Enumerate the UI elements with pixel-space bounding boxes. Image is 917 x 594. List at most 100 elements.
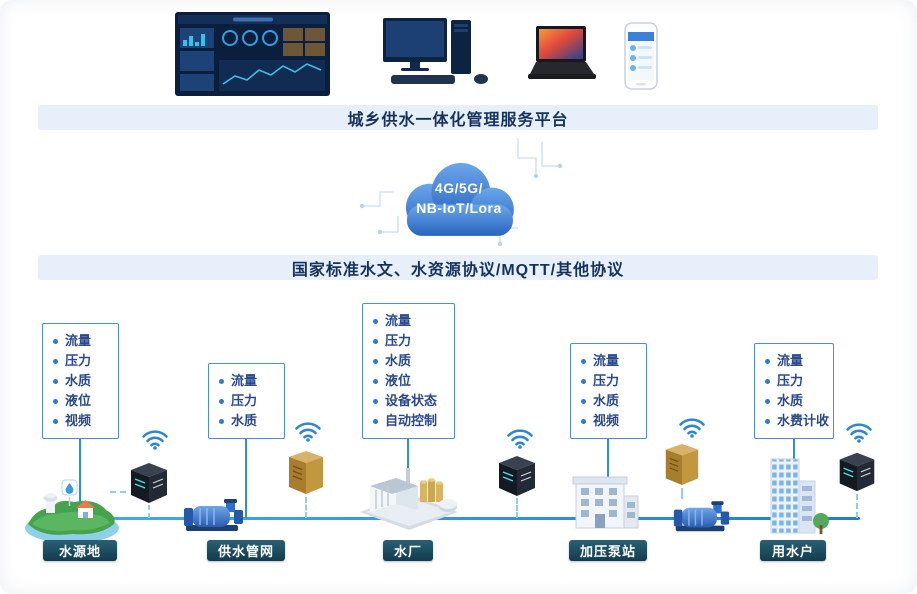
wifi-icon (294, 420, 322, 442)
param-label: 自动控制 (385, 413, 438, 428)
param-label: 压力 (777, 373, 804, 388)
pump-icon (182, 497, 246, 539)
bullet-icon (581, 358, 586, 364)
param-item: 自动控制 (373, 411, 448, 431)
param-label: 设备状态 (385, 393, 438, 408)
param-label: 流量 (231, 373, 258, 388)
param-item: 流量 (765, 351, 827, 371)
smartphone-icon (624, 22, 658, 90)
node-badge-pump-station: 加压泵站 (569, 540, 647, 561)
param-item: 压力 (219, 391, 278, 411)
dashed-link (148, 505, 150, 518)
bullet-icon (373, 398, 378, 404)
bullet-icon (373, 338, 378, 344)
param-box-water-source: 流量 压力 水质 液位 视频 (42, 323, 119, 439)
dashed-link (110, 491, 126, 493)
bullet-icon (765, 418, 770, 424)
param-label: 流量 (777, 353, 804, 368)
param-item: 压力 (53, 351, 112, 371)
param-label: 压力 (385, 333, 412, 348)
bullet-icon (373, 418, 378, 424)
rtu-device-icon (661, 440, 703, 488)
node-badge-water-source: 水源地 (43, 540, 117, 561)
platform-banner: 城乡供水一体化管理服务平台 (38, 105, 878, 130)
param-label: 视频 (593, 413, 620, 428)
param-item: 水质 (765, 391, 827, 411)
node-badge-water-plant: 水厂 (383, 540, 433, 561)
param-item: 水质 (53, 371, 112, 391)
water-plant-icon (348, 460, 470, 532)
param-item: 流量 (373, 311, 448, 331)
param-item: 压力 (581, 371, 640, 391)
param-label: 流量 (65, 333, 92, 348)
wifi-icon (845, 421, 873, 443)
dashed-link (856, 494, 858, 518)
wifi-icon (506, 427, 534, 449)
rtu-device-icon (124, 459, 174, 505)
dashed-link (516, 498, 518, 518)
rtu-device-icon (833, 448, 881, 494)
bullet-icon (53, 398, 58, 404)
param-label: 视频 (65, 413, 92, 428)
param-label: 水质 (777, 393, 804, 408)
laptop-icon (526, 26, 598, 82)
param-item: 设备状态 (373, 391, 448, 411)
cloud-line1: 4G/5G/ (434, 180, 484, 196)
param-item: 流量 (53, 331, 112, 351)
param-label: 流量 (385, 313, 412, 328)
dashed-link (305, 497, 307, 518)
wifi-icon (678, 416, 706, 438)
param-label: 水质 (593, 393, 620, 408)
param-item: 压力 (373, 331, 448, 351)
backbone-line (58, 517, 860, 520)
node-connector-line (245, 437, 247, 518)
bullet-icon (53, 358, 58, 364)
param-item: 水质 (219, 411, 278, 431)
rtu-device-icon (492, 452, 542, 498)
bullet-icon (581, 398, 586, 404)
bullet-icon (373, 378, 378, 384)
network-protocols-label: 4G/5G/ NB-IoT/Lora (388, 178, 530, 218)
dashboard-screen-icon (175, 12, 330, 96)
param-label: 压力 (65, 353, 92, 368)
param-box-pump-station: 流量 压力 水质 视频 (570, 343, 647, 439)
param-item: 压力 (765, 371, 827, 391)
bullet-icon (373, 358, 378, 364)
param-box-water-users: 流量 压力 水质 水费计收 (754, 343, 834, 439)
residential-building-icon (757, 455, 831, 537)
param-item: 流量 (581, 351, 640, 371)
param-item: 液位 (373, 371, 448, 391)
bullet-icon (581, 418, 586, 424)
protocol-banner: 国家标准水文、水资源协议/MQTT/其他协议 (38, 255, 878, 280)
param-item: 流量 (219, 371, 278, 391)
param-box-water-plant: 流量 压力 水质 液位 设备状态 自动控制 (362, 303, 455, 439)
desktop-computer-icon (383, 18, 495, 86)
param-label: 压力 (593, 373, 620, 388)
bullet-icon (219, 418, 224, 424)
param-label: 压力 (231, 393, 258, 408)
param-item: 水质 (373, 351, 448, 371)
cloud-line2: NB-IoT/Lora (416, 200, 502, 216)
pump-icon (672, 499, 732, 539)
bullet-icon (53, 418, 58, 424)
bullet-icon (373, 318, 378, 324)
bullet-icon (219, 398, 224, 404)
node-connector-line (79, 437, 81, 518)
param-box-pipe-network: 流量 压力 水质 (208, 363, 285, 439)
bullet-icon (53, 338, 58, 344)
param-label: 水质 (231, 413, 258, 428)
param-label: 液位 (385, 373, 412, 388)
wifi-icon (141, 428, 169, 450)
param-item: 水质 (581, 391, 640, 411)
bullet-icon (765, 358, 770, 364)
bullet-icon (53, 378, 58, 384)
bullet-icon (765, 398, 770, 404)
water-source-icon (22, 474, 122, 546)
node-badge-pipe-network: 供水管网 (207, 540, 285, 561)
bullet-icon (765, 378, 770, 384)
network-cloud-icon (388, 152, 530, 244)
rtu-device-icon (284, 447, 328, 497)
param-label: 液位 (65, 393, 92, 408)
bullet-icon (581, 378, 586, 384)
